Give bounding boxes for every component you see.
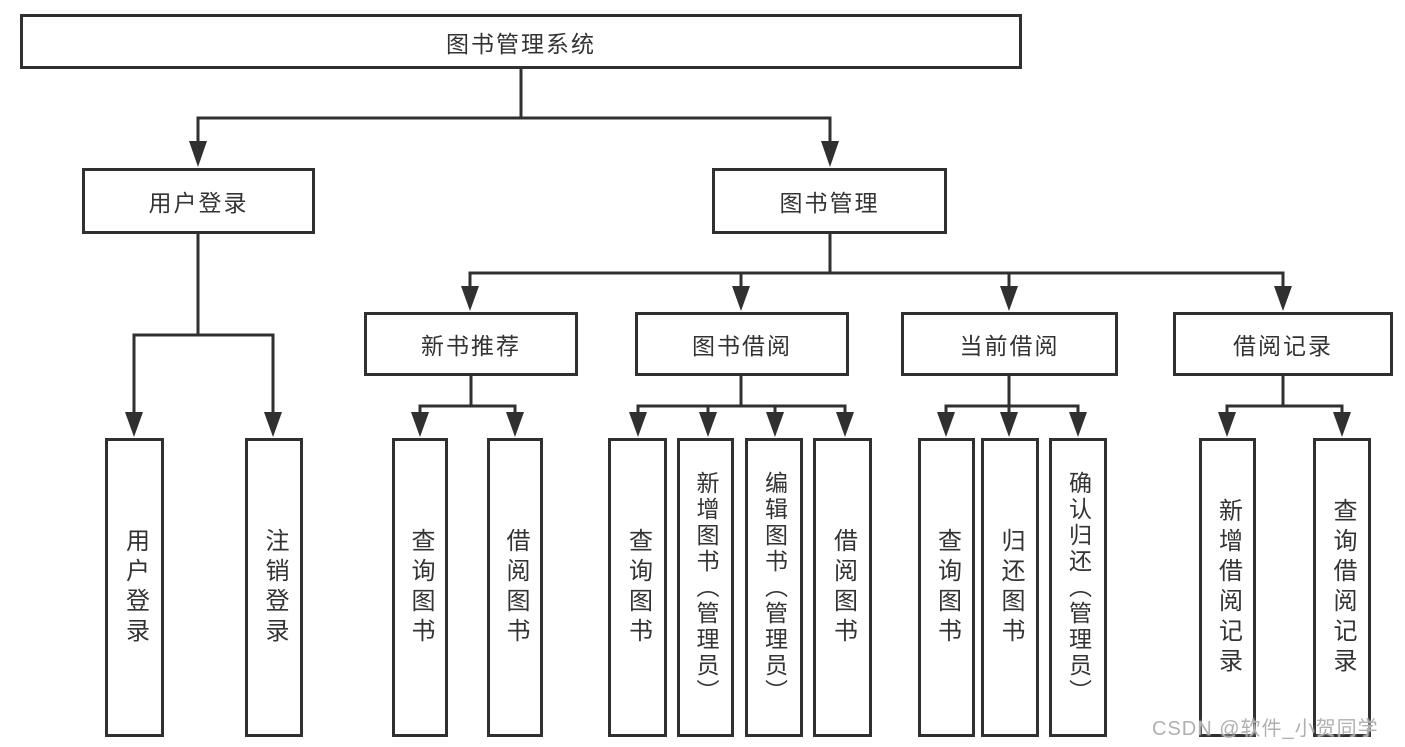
leaf-node-logout: 注销登录 [245, 438, 303, 737]
leaf-node-query-books-recommend: 查询图书 [392, 438, 448, 737]
node-borrow-records: 借阅记录 [1173, 312, 1393, 376]
leaf-node-add-borrow-record: 新增借阅记录 [1199, 438, 1256, 737]
leaf-node-user-login: 用户登录 [105, 438, 164, 737]
root-node-library-system: 图书管理系统 [20, 14, 1022, 69]
leaf-node-query-borrow-record: 查询借阅记录 [1313, 438, 1371, 737]
leaf-node-borrow-books-borrow: 借阅图书 [813, 438, 872, 737]
leaf-node-borrow-books-recommend: 借阅图书 [487, 438, 543, 737]
node-current-borrow: 当前借阅 [901, 312, 1118, 376]
arrowheads [125, 141, 1351, 437]
leaf-node-query-books-current: 查询图书 [918, 438, 975, 737]
node-new-book-recommend: 新书推荐 [364, 312, 578, 376]
leaf-node-edit-books-admin: 编辑图书（管理员） [745, 438, 803, 737]
leaf-node-confirm-return-admin: 确认归还（管理员） [1049, 438, 1107, 737]
csdn-watermark: CSDN @软件_小贺同学 [1152, 718, 1379, 740]
leaf-node-return-books: 归还图书 [981, 438, 1039, 737]
leaf-node-add-books-admin: 新增图书（管理员） [677, 438, 734, 737]
node-book-management: 图书管理 [712, 168, 947, 234]
leaf-node-query-books-borrow: 查询图书 [608, 438, 667, 737]
node-book-borrow: 图书借阅 [635, 312, 849, 376]
node-user-login: 用户登录 [82, 168, 315, 234]
